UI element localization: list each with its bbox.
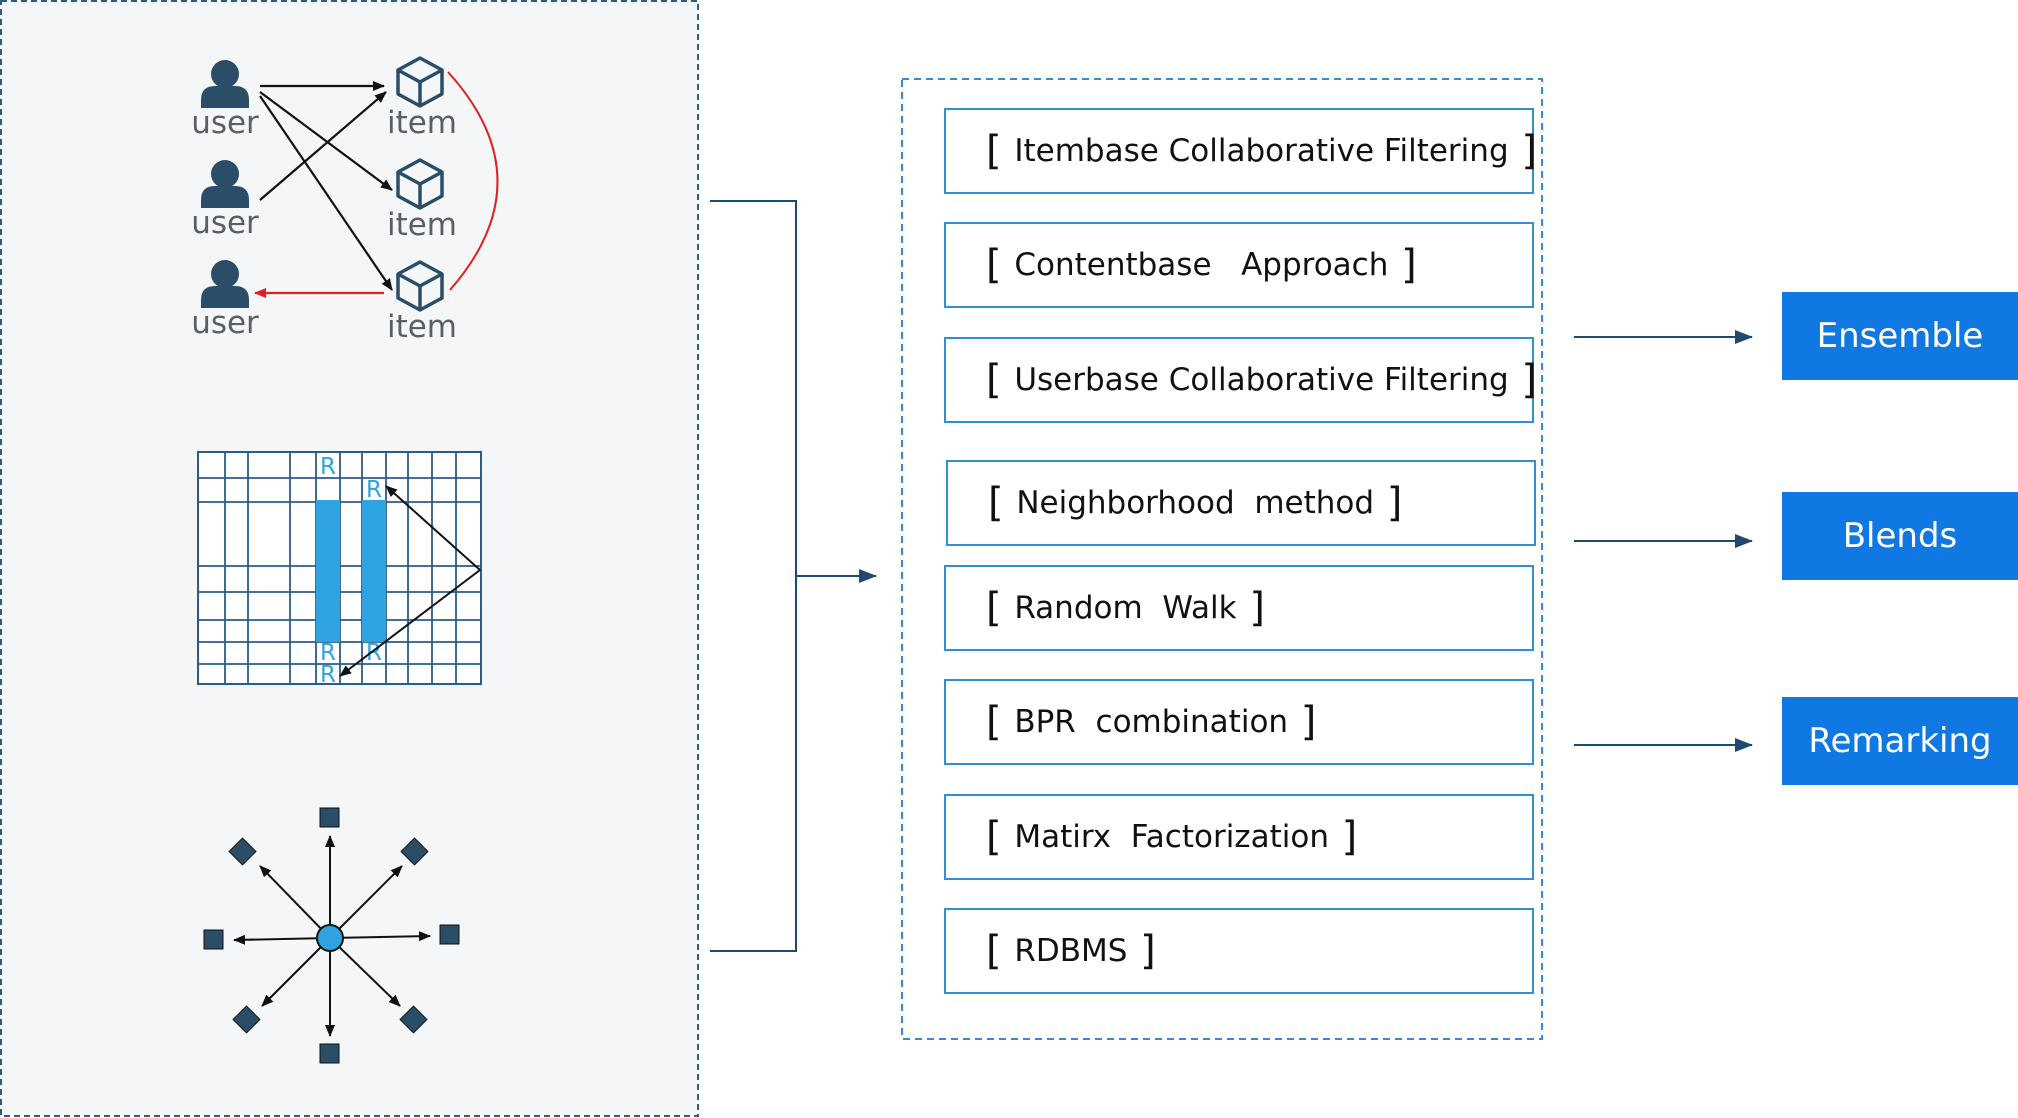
item-label: item: [387, 105, 457, 141]
edge-arrow: [259, 91, 393, 191]
square-node: [439, 924, 460, 945]
output-ensemble: Ensemble: [1782, 292, 2018, 380]
output-label: Blends: [1842, 516, 1958, 556]
method-item-userbase-cf: [ Userbase Collaborative Filtering ]: [944, 337, 1537, 423]
item-similarity-arc: [447, 71, 499, 291]
r-marker: R: [366, 640, 382, 666]
diamond-node: [400, 837, 429, 866]
method-item-rdbms: [ RDBMS ]: [944, 908, 1534, 994]
output-remarking: Remarking: [1782, 697, 2018, 785]
walk-arrow: [259, 865, 331, 939]
walk-arrow: [261, 937, 331, 1007]
output-label: Ensemble: [1816, 316, 1984, 356]
method-label: Itembase Collaborative Filtering: [1014, 133, 1509, 169]
square-node: [319, 807, 340, 828]
edge-arrow: [259, 95, 393, 291]
user-label: user: [191, 105, 259, 141]
r-marker: R: [320, 640, 336, 666]
user-label: user: [191, 205, 259, 241]
walk-arrow: [329, 865, 403, 939]
method-label: Matirx Factorization: [1014, 819, 1329, 855]
bracket-connector: [710, 200, 877, 952]
diamond-node: [399, 1005, 428, 1034]
walk-arrow: [329, 931, 431, 942]
output-blends: Blends: [1782, 492, 2018, 580]
rating-matrix: R R R R R: [197, 451, 482, 688]
r-marker: R: [320, 662, 336, 688]
highlight-column: [316, 500, 340, 642]
output-label: Remarking: [1808, 721, 1992, 761]
walk-arrow: [329, 937, 401, 1007]
matrix-arrow: [339, 569, 481, 677]
r-marker: R: [320, 454, 336, 480]
diamond-node: [232, 1005, 261, 1034]
method-item-itembase-cf: [ Itembase Collaborative Filtering ]: [944, 108, 1537, 194]
method-label: BPR combination: [1014, 704, 1289, 740]
walk-arrow: [233, 934, 331, 945]
highlight-column: [362, 500, 386, 642]
item-label: item: [387, 207, 457, 243]
matrix-arrow: [385, 485, 481, 571]
method-item-contentbase: [ Contentbase Approach ]: [944, 222, 1534, 308]
center-node: [316, 924, 344, 952]
r-marker: R: [366, 477, 382, 503]
user-item-graph: user user user item item item: [191, 56, 499, 345]
square-node: [203, 929, 224, 950]
method-label: RDBMS: [1014, 933, 1128, 969]
diamond-node: [228, 837, 257, 866]
method-label: Random Walk: [1014, 590, 1237, 626]
method-label: Neighborhood method: [1016, 485, 1375, 521]
edge-arrow: [259, 91, 387, 201]
method-item-matrix-factorization: [ Matirx Factorization ]: [944, 794, 1534, 880]
user-label: user: [191, 305, 259, 341]
method-label: Userbase Collaborative Filtering: [1014, 362, 1509, 398]
method-item-bpr: [ BPR combination ]: [944, 679, 1534, 765]
method-label: Contentbase Approach: [1014, 247, 1389, 283]
method-item-random-walk: [ Random Walk ]: [944, 565, 1534, 651]
item-label: item: [387, 309, 457, 345]
random-walk-graph: [203, 807, 460, 1064]
square-node: [319, 1043, 340, 1064]
method-item-neighborhood: [ Neighborhood method ]: [946, 460, 1536, 546]
